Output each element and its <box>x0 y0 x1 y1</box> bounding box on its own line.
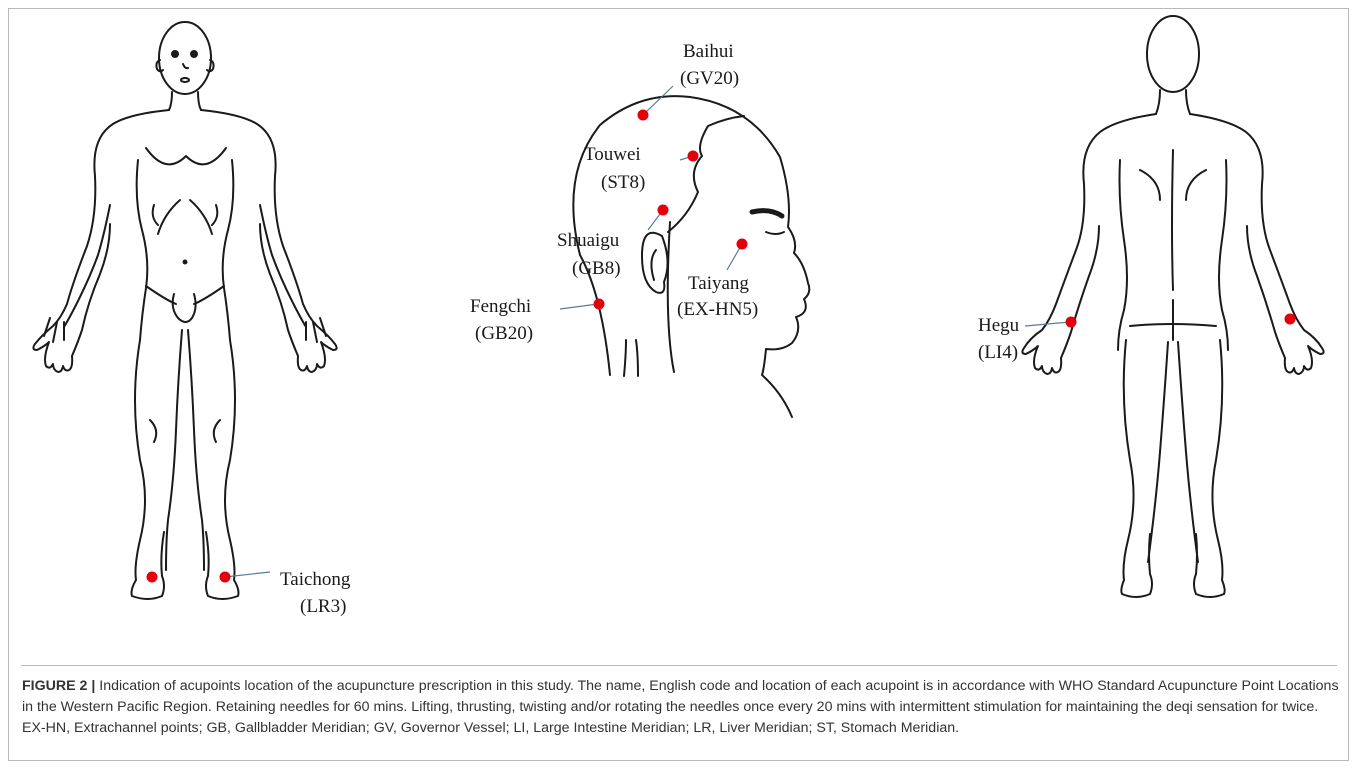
acupoint-figure: Baihui (GV20) Touwei (ST8) Shuaigu (GB8)… <box>0 0 1357 665</box>
figure-caption: FIGURE 2 | Indication of acupoints locat… <box>22 676 1340 739</box>
label-taichong-code: (LR3) <box>300 596 346 617</box>
acupoint-fengchi-marker <box>594 299 605 310</box>
acupoint-baihui-marker <box>638 110 649 121</box>
caption-label: FIGURE 2 | <box>22 678 95 694</box>
acupoint-taichong-left-marker <box>147 572 158 583</box>
label-hegu-name: Hegu <box>978 315 1020 336</box>
label-fengchi-code: (GB20) <box>475 323 533 344</box>
label-touwei-code: (ST8) <box>601 172 645 193</box>
leader-taichong <box>225 572 270 577</box>
label-taichong-name: Taichong <box>280 569 351 590</box>
acupoint-shuaigu-marker <box>658 205 669 216</box>
caption-text: Indication of acupoints location of the … <box>22 678 1339 736</box>
label-hegu-code: (LI4) <box>978 342 1018 363</box>
acupoint-taiyang-marker <box>737 239 748 250</box>
acupoint-hegu-right-marker <box>1285 314 1296 325</box>
label-baihui-code: (GV20) <box>680 68 739 89</box>
label-baihui-name: Baihui <box>683 41 734 62</box>
label-touwei-name: Touwei <box>584 144 641 165</box>
label-fengchi-name: Fengchi <box>470 296 531 317</box>
leader-fengchi <box>560 304 598 309</box>
front-body-outline <box>33 22 336 599</box>
caption-divider <box>21 665 1337 666</box>
label-taiyang-code: (EX-HN5) <box>677 299 758 320</box>
label-taiyang-name: Taiyang <box>688 273 749 294</box>
label-shuaigu-name: Shuaigu <box>557 230 620 251</box>
acupoint-taichong-right-marker <box>220 572 231 583</box>
label-shuaigu-code: (GB8) <box>572 258 621 279</box>
acupoint-hegu-left-marker <box>1066 317 1077 328</box>
acupoint-touwei-marker <box>688 151 699 162</box>
back-body-outline <box>1022 16 1323 597</box>
